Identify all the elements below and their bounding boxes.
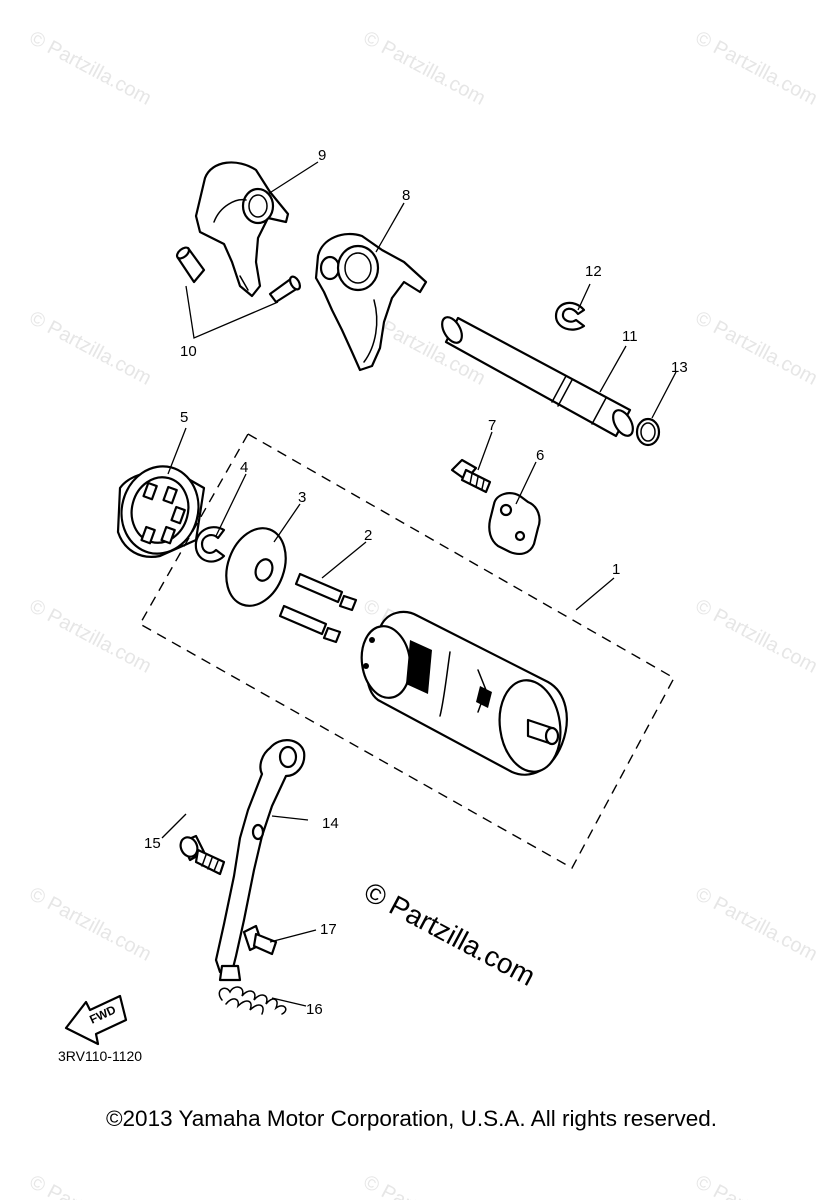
callout-17[interactable]: 17 (320, 921, 337, 938)
stopper-lever-14[interactable] (214, 739, 306, 982)
washer-3[interactable] (216, 520, 296, 614)
assembly-1-outline (139, 433, 675, 869)
center-watermark: © Partzilla.com (359, 876, 540, 992)
leader-lines (161, 161, 677, 1007)
watermark-grid: © Partzilla.com © Partzilla.com © Partzi… (26, 27, 821, 1200)
bearing-rollers (140, 481, 186, 545)
watermark: © Partzilla.com (692, 1171, 821, 1200)
copyright-footer: ©2013 Yamaha Motor Corporation, U.S.A. A… (105, 1106, 718, 1131)
spring-16[interactable] (218, 986, 287, 1015)
watermark: © Partzilla.com (360, 1171, 489, 1200)
bolt-17[interactable] (242, 924, 278, 956)
circlip-12[interactable] (554, 301, 586, 331)
callout-13[interactable]: 13 (671, 359, 688, 376)
watermark: © Partzilla.com (26, 883, 155, 966)
collar-bolt-15[interactable] (178, 834, 226, 876)
guide-bar-11[interactable] (438, 314, 637, 439)
shift-drum-1[interactable] (357, 610, 568, 776)
guide-pin-10b[interactable] (268, 275, 302, 304)
watermark: © Partzilla.com (360, 27, 489, 110)
callout-10[interactable]: 10 (180, 343, 197, 360)
bolt-7[interactable] (450, 458, 492, 494)
callout-1[interactable]: 1 (612, 561, 620, 578)
callout-3[interactable]: 3 (298, 489, 306, 506)
shift-fork-8[interactable] (314, 232, 428, 372)
callout-8[interactable]: 8 (402, 187, 410, 204)
watermark: © Partzilla.com (26, 595, 155, 678)
bearing-5[interactable] (112, 458, 208, 563)
watermark: © Partzilla.com (26, 27, 155, 110)
callout-2[interactable]: 2 (364, 527, 372, 544)
callout-12[interactable]: 12 (585, 263, 602, 280)
diagram-code: 3RV110-1120 (58, 1048, 142, 1064)
watermark: © Partzilla.com (26, 307, 155, 390)
callout-9[interactable]: 9 (318, 147, 326, 164)
watermark: © Partzilla.com (26, 1171, 155, 1200)
fwd-arrow-icon: FWD (64, 994, 128, 1046)
callout-11[interactable]: 11 (622, 328, 638, 345)
callout-7[interactable]: 7 (488, 417, 496, 434)
callout-6[interactable]: 6 (536, 447, 544, 464)
callouts: 9 8 10 12 11 13 5 4 3 2 1 7 6 14 15 16 1… (144, 147, 688, 1018)
pin-2b[interactable] (278, 604, 342, 644)
callout-14[interactable]: 14 (322, 815, 339, 832)
circlip-4[interactable] (194, 526, 226, 563)
callout-4[interactable]: 4 (240, 459, 248, 476)
o-ring-13[interactable] (635, 417, 661, 447)
watermark: © Partzilla.com (692, 307, 821, 390)
watermark: © Partzilla.com (692, 27, 821, 110)
pin-2a[interactable] (294, 572, 358, 612)
shift-fork-9[interactable] (194, 161, 290, 298)
callout-5[interactable]: 5 (180, 409, 188, 426)
callout-15[interactable]: 15 (144, 835, 161, 852)
callout-16[interactable]: 16 (306, 1001, 323, 1018)
guide-pin-10a[interactable] (175, 245, 206, 284)
watermark: © Partzilla.com (692, 883, 821, 966)
watermark: © Partzilla.com (692, 595, 821, 678)
stopper-plate-6[interactable] (488, 492, 541, 555)
